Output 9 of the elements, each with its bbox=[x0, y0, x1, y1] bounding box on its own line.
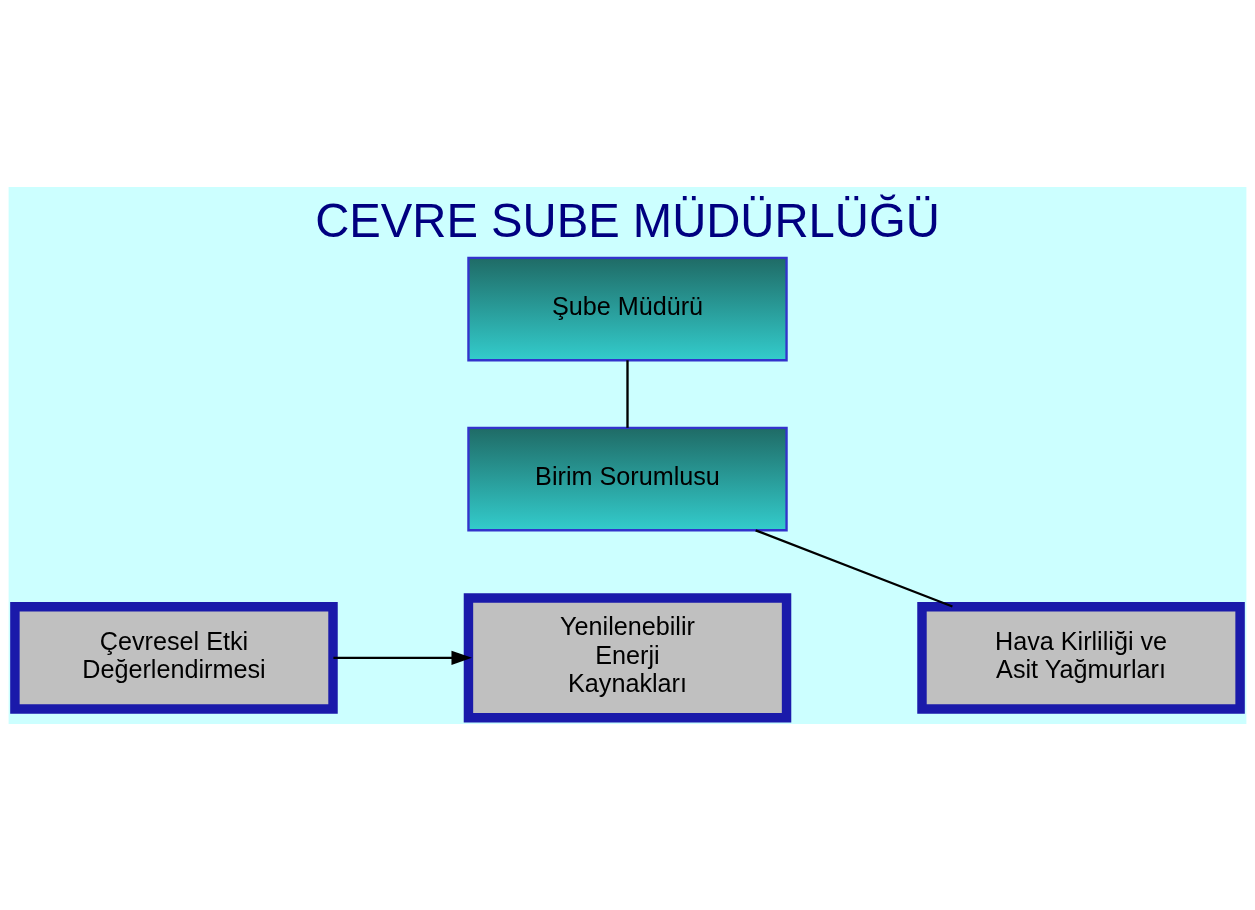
node-box: Yenilenebilir Enerji Kaynakları bbox=[463, 592, 792, 722]
connector bbox=[626, 359, 629, 428]
arrow bbox=[333, 650, 472, 665]
diagram-title: CEVRE SUBE MÜDÜRLÜĞÜ bbox=[315, 193, 940, 247]
node-box: Çevresel Etki Değerlendirmesi bbox=[10, 601, 338, 714]
node-box: Hava Kirliliği ve Asit Yağmurları bbox=[917, 601, 1245, 714]
node-box: Birim Sorumlusu bbox=[467, 426, 788, 531]
connector bbox=[755, 528, 953, 608]
node-box: Şube Müdürü bbox=[467, 256, 788, 361]
